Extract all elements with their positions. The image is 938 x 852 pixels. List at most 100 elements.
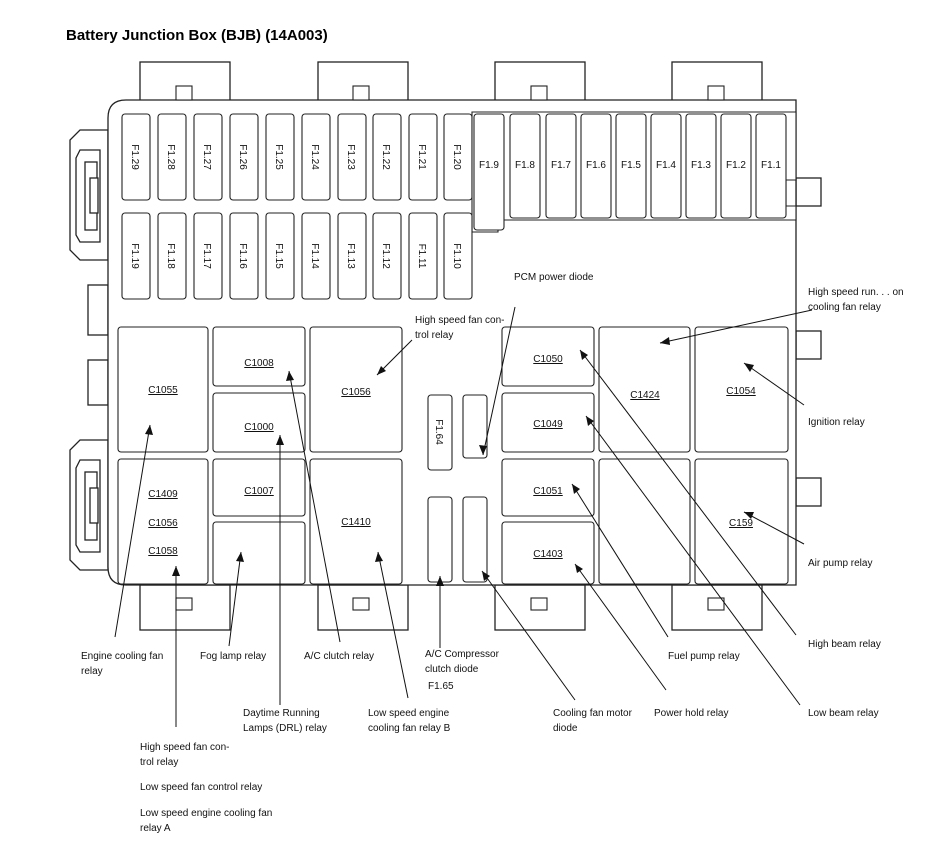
pcm-power-diode-slot[interactable] [462, 394, 488, 459]
relay-c1051[interactable]: C1051 [501, 458, 595, 517]
fuse-f1-21[interactable]: F1.21 [408, 113, 438, 201]
relay-c1007[interactable]: C1007 [212, 458, 306, 517]
fuse-label: F1.26 [237, 144, 248, 170]
fuse-label: F1.12 [380, 243, 391, 269]
relay-c1049[interactable]: C1049 [501, 392, 595, 453]
fuse-f1-25[interactable]: F1.25 [265, 113, 295, 201]
relay-c1055[interactable]: C1055 [117, 326, 209, 453]
fuse-label: F1.21 [416, 144, 427, 170]
callout-power-hold-relay: Power hold relay [654, 708, 728, 719]
relay-label: C1056 [341, 387, 371, 398]
fuse-f1-12[interactable]: F1.12 [372, 212, 402, 300]
fuse-f1-5[interactable]: F1.5 [615, 113, 647, 219]
housing-left-connectors [69, 129, 109, 571]
fuse-f1-18[interactable]: F1.18 [157, 212, 187, 300]
fuse-f1-20[interactable]: F1.20 [443, 113, 473, 201]
fuse-f1-65-slot[interactable] [427, 496, 453, 583]
fuse-f1-4[interactable]: F1.4 [650, 113, 682, 219]
svg-text:High speed fan con-: High speed fan con- [140, 742, 230, 753]
fuse-f1-6[interactable]: F1.6 [580, 113, 612, 219]
housing-top-tabs [139, 61, 763, 107]
relay-label: C1049 [533, 419, 563, 430]
callout-fog-lamp-relay: Fog lamp relay [200, 651, 266, 662]
fuse-f1-3[interactable]: F1.3 [685, 113, 717, 219]
relay-label: C1008 [244, 358, 274, 369]
relay-label: C1050 [533, 354, 563, 365]
fuse-f1-14[interactable]: F1.14 [301, 212, 331, 300]
fuse-f1-28[interactable]: F1.28 [157, 113, 187, 201]
relay-c1403[interactable]: C1403 [501, 521, 595, 585]
fuse-row-second: F1.19 F1.18 F1.17 F1.16 F1.15 F1.14 F1.1… [121, 212, 473, 300]
fuse-label: F1.11 [416, 244, 427, 269]
relay-c1409-group[interactable]: C1409 C1056 C1058 [117, 458, 209, 585]
fuse-f1-1[interactable]: F1.1 [755, 113, 787, 219]
fuse-label: F1.14 [309, 243, 320, 269]
fuse-f1-11[interactable]: F1.11 [408, 212, 438, 300]
relay-c1050[interactable]: C1050 [501, 326, 595, 387]
fuse-f1-27[interactable]: F1.27 [193, 113, 223, 201]
svg-text:trol relay: trol relay [415, 330, 453, 341]
svg-text:High speed run. . . on: High speed run. . . on [808, 287, 904, 298]
svg-text:Daytime Running: Daytime Running [243, 708, 320, 719]
callout-ac-clutch-relay: A/C clutch relay [304, 651, 374, 662]
svg-text:Engine cooling fan: Engine cooling fan [81, 651, 163, 662]
fuse-f1-10[interactable]: F1.10 [443, 212, 473, 300]
relay-label: C1403 [533, 549, 563, 560]
callout-high-beam-relay: High beam relay [808, 639, 881, 650]
fuse-f1-22[interactable]: F1.22 [372, 113, 402, 201]
fuse-f1-17[interactable]: F1.17 [193, 212, 223, 300]
fuse-f1-8[interactable]: F1.8 [509, 113, 541, 219]
fuse-label: F1.29 [129, 144, 140, 170]
relay-blank-large[interactable] [598, 458, 691, 585]
svg-text:trol relay: trol relay [140, 757, 178, 768]
fuse-f1-16[interactable]: F1.16 [229, 212, 259, 300]
callout-ignition-relay: Ignition relay [808, 417, 865, 428]
fuse-label: F1.23 [345, 144, 356, 170]
callout-low-speed-engine-cooling-fan-relay-b: Low speed engine cooling fan relay B [368, 708, 451, 734]
fuse-label: F1.9 [479, 160, 499, 171]
svg-text:cooling fan relay B: cooling fan relay B [368, 723, 451, 734]
svg-text:relay A: relay A [140, 823, 171, 834]
fuse-f1-15[interactable]: F1.15 [265, 212, 295, 300]
fuse-label: F1.20 [451, 144, 462, 170]
fuse-label: F1.2 [726, 160, 746, 171]
svg-text:Low speed engine cooling fan: Low speed engine cooling fan [140, 808, 272, 819]
fuse-f1-19[interactable]: F1.19 [121, 212, 151, 300]
cooling-fan-motor-diode-slot[interactable] [462, 496, 488, 583]
callout-low-speed-engine-cooling-fan-relay-a: Low speed engine cooling fan relay A [140, 808, 272, 834]
relay-c1008[interactable]: C1008 [212, 326, 306, 387]
diagram-title: Battery Junction Box (BJB) (14A003) [66, 27, 328, 44]
fuse-f1-29[interactable]: F1.29 [121, 113, 151, 201]
fuse-f1-26[interactable]: F1.26 [229, 113, 259, 201]
fuse-f1-13[interactable]: F1.13 [337, 212, 367, 300]
callout-engine-cooling-fan-relay: Engine cooling fan relay [81, 651, 163, 677]
relay-blank-small[interactable] [212, 521, 306, 585]
fuse-label: F1.28 [165, 144, 176, 170]
fuse-label: F1.27 [201, 144, 212, 170]
fuse-f1-2[interactable]: F1.2 [720, 113, 752, 219]
relay-c1424[interactable]: C1424 [598, 326, 691, 453]
relay-c1000[interactable]: C1000 [212, 392, 306, 453]
relay-c1410[interactable]: C1410 [309, 458, 403, 585]
relay-label: C1424 [630, 390, 660, 401]
relay-label: C1056 [148, 518, 178, 529]
fuse-f1-9[interactable]: F1.9 [473, 113, 505, 231]
fuse-label: F1.15 [273, 243, 284, 269]
relay-label: C1058 [148, 546, 178, 557]
fuse-f1-7[interactable]: F1.7 [545, 113, 577, 219]
relay-c159[interactable]: C159 [694, 458, 789, 585]
svg-text:Lamps (DRL) relay: Lamps (DRL) relay [243, 723, 327, 734]
fuse-f1-64[interactable]: F1.64 [427, 394, 453, 471]
relay-label: C1054 [726, 386, 756, 397]
relay-c1056-top[interactable]: C1056 [309, 326, 403, 453]
fuse-label: F1.10 [451, 243, 462, 269]
arrowheads [145, 337, 754, 586]
fuse-f1-23[interactable]: F1.23 [337, 113, 367, 201]
relay-c1054[interactable]: C1054 [694, 326, 789, 453]
fuse-f1-24[interactable]: F1.24 [301, 113, 331, 201]
relay-label: C159 [729, 518, 753, 529]
callout-cooling-fan-motor-diode: Cooling fan motor diode [553, 708, 633, 734]
callout-high-speed-run-on-cooling-fan-relay: High speed run. . . on cooling fan relay [808, 287, 904, 313]
svg-text:F1.65: F1.65 [428, 681, 454, 692]
